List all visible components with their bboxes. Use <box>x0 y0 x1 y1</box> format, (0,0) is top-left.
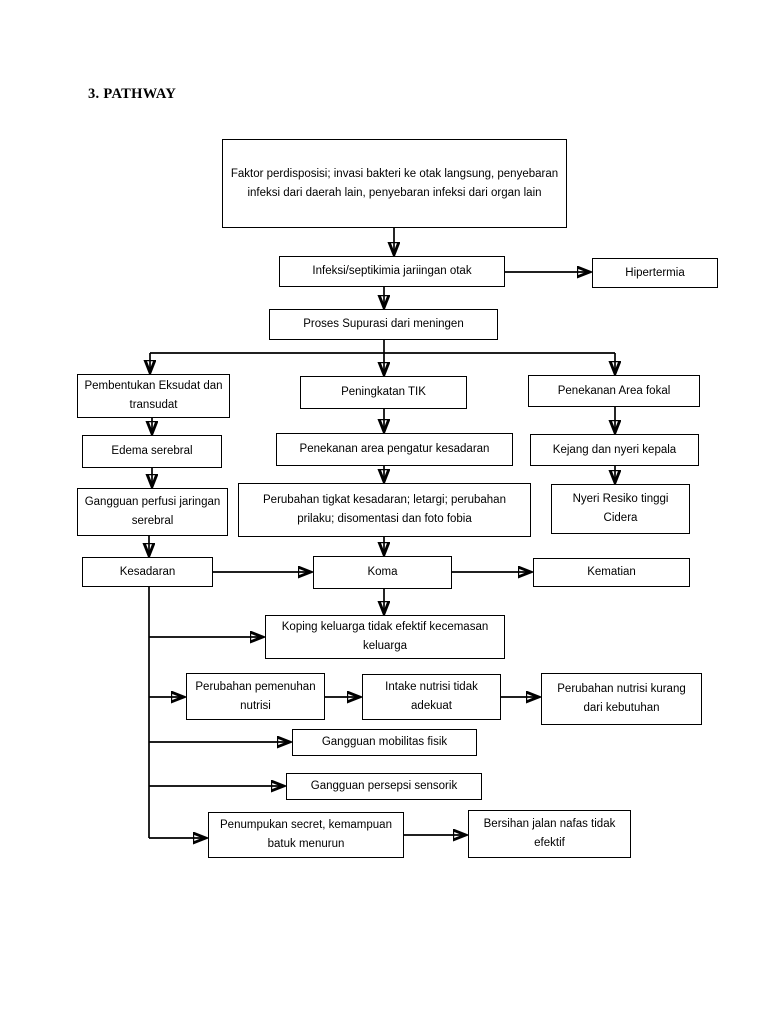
node-kematian-label: Kematian <box>587 566 636 579</box>
node-bersihan-label: Bersihan jalan nafas tidak efektif <box>483 818 616 849</box>
node-nutrisikurang-label: Perubahan nutrisi kurang dari kebutuhan <box>557 683 686 714</box>
node-tigkat: Perubahan tigkat kesadaran; letargi; per… <box>238 483 531 537</box>
node-faktor-label: Faktor perdisposisi; invasi bakteri ke o… <box>230 167 559 199</box>
node-nyeri-label: Nyeri Resiko tinggi Cidera <box>572 493 669 524</box>
node-tik: Peningkatan TIK <box>300 376 467 409</box>
node-mobilitas: Gangguan mobilitas fisik <box>292 729 477 756</box>
page-title: 3. PATHWAY <box>88 86 177 102</box>
node-supurasi: Proses Supurasi dari meningen <box>269 309 498 340</box>
node-pengatur-label: Penekanan area pengatur kesadaran <box>299 443 490 456</box>
node-koping-label: Koping keluarga tidak efektif kecemasan … <box>281 621 489 652</box>
node-kematian: Kematian <box>533 558 690 587</box>
node-edema: Edema serebral <box>82 435 222 468</box>
node-faktor: Faktor perdisposisi; invasi bakteri ke o… <box>222 139 567 228</box>
node-supurasi-label: Proses Supurasi dari meningen <box>303 318 464 331</box>
node-koma: Koma <box>313 556 452 589</box>
node-infeksi-label: Infeksi/septikimia jariingan otak <box>312 265 472 278</box>
node-infeksi: Infeksi/septikimia jariingan otak <box>279 256 505 287</box>
node-persepsi-label: Gangguan persepsi sensorik <box>310 780 458 793</box>
node-eksudat: Pembentukan Eksudat dan transudat <box>77 374 230 418</box>
node-secret-label: Penumpukan secret, kemampuan batuk menur… <box>220 819 392 850</box>
node-kesadaran-label: Kesadaran <box>119 565 176 578</box>
node-pemenuhan: Perubahan pemenuhan nutrisi <box>186 673 325 720</box>
node-perfusi: Gangguan perfusi jaringan serebral <box>77 488 228 536</box>
node-kesadaran: Kesadaran <box>82 557 213 587</box>
node-eksudat-label: Pembentukan Eksudat dan transudat <box>84 380 223 411</box>
node-fokal-label: Penekanan Area fokal <box>557 384 671 397</box>
node-mobilitas-label: Gangguan mobilitas fisik <box>321 736 448 749</box>
node-hipertermia-label: Hipertermia <box>625 266 685 279</box>
node-tigkat-label: Perubahan tigkat kesadaran; letargi; per… <box>263 494 506 525</box>
node-hipertermia: Hipertermia <box>592 258 718 288</box>
node-koma-label: Koma <box>367 566 398 579</box>
node-intake-label: Intake nutrisi tidak adekuat <box>385 681 478 712</box>
node-nyeri: Nyeri Resiko tinggi Cidera <box>551 484 690 534</box>
node-pemenuhan-label: Perubahan pemenuhan nutrisi <box>195 680 316 712</box>
node-kejang-label: Kejang dan nyeri kepala <box>552 443 677 456</box>
node-intake: Intake nutrisi tidak adekuat <box>362 674 501 720</box>
node-pengatur: Penekanan area pengatur kesadaran <box>276 433 513 466</box>
node-bersihan: Bersihan jalan nafas tidak efektif <box>468 810 631 858</box>
node-nutrisikurang: Perubahan nutrisi kurang dari kebutuhan <box>541 673 702 725</box>
node-persepsi: Gangguan persepsi sensorik <box>286 773 482 800</box>
node-koping: Koping keluarga tidak efektif kecemasan … <box>265 615 505 659</box>
node-edema-label: Edema serebral <box>111 445 193 458</box>
node-secret: Penumpukan secret, kemampuan batuk menur… <box>208 812 404 858</box>
node-perfusi-label: Gangguan perfusi jaringan serebral <box>84 496 221 527</box>
node-tik-label: Peningkatan TIK <box>341 386 426 399</box>
node-fokal: Penekanan Area fokal <box>528 375 700 407</box>
node-kejang: Kejang dan nyeri kepala <box>530 434 699 466</box>
